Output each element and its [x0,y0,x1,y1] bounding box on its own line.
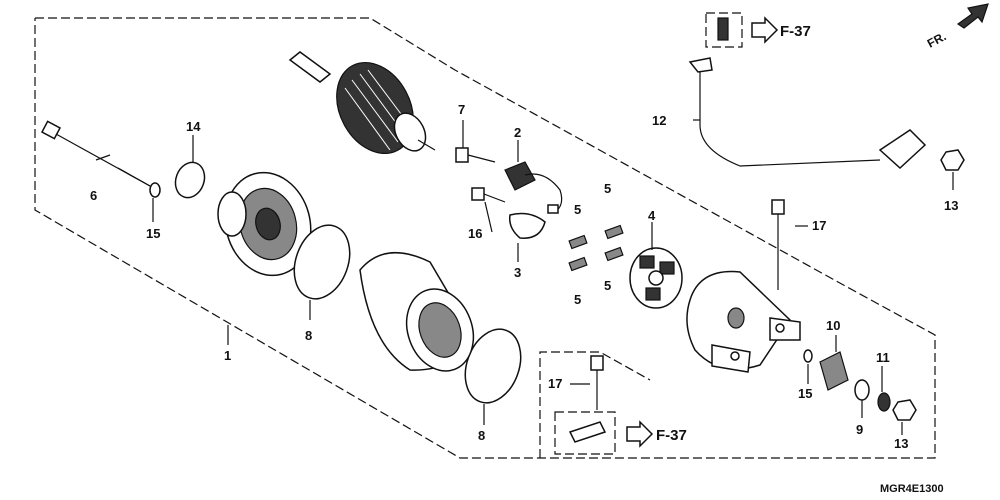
callout-labels: 1 2 3 4 5 5 5 5 5 6 7 8 8 9 10 11 12 13 … [90,102,958,451]
nut-13-upper [940,149,965,171]
callout-10: 10 [826,318,840,333]
o-ring-8-upper [293,224,351,300]
reference-arrow-upper [751,16,779,44]
brush-terminal [508,212,546,239]
connector-upper [705,12,743,48]
washer-15-left [149,182,161,198]
callout-15b: 15 [798,386,812,401]
bolt-16 [471,187,506,203]
through-bolt [40,120,151,187]
washer-15-right [803,349,813,363]
yoke [359,251,475,372]
callout-11: 11 [876,350,890,365]
callout-9: 9 [856,422,863,437]
callout-1: 1 [224,348,231,363]
rear-cover [686,270,801,373]
callout-12: 12 [652,113,666,128]
callout-17b: 17 [548,376,562,391]
bolt-17-lower [590,355,604,410]
callout-2: 2 [514,125,521,140]
insulator-10 [819,351,849,391]
brush-springs [568,224,624,272]
callout-5b: 5 [574,202,581,217]
callout-14: 14 [186,119,201,134]
starter-cable [688,57,927,170]
nut-13-lower [892,399,917,421]
o-ring-14 [174,161,206,199]
assembly-boundary [34,17,936,459]
callout-5d: 5 [574,292,581,307]
callout-15a: 15 [146,226,160,241]
callout-17a: 17 [812,218,826,233]
leader-lines [95,119,954,435]
brush-assembly [629,247,683,309]
drawing-code: MGR4E1300 [880,483,944,495]
callout-5c: 5 [604,278,611,293]
front-arrow-icon [956,3,989,29]
screw-7 [455,147,496,163]
callout-6: 6 [90,188,97,203]
callout-13a: 13 [944,198,958,213]
reference-upper: F-37 [780,23,811,40]
callout-4: 4 [648,208,656,223]
armature [288,51,436,155]
washer-9 [854,379,870,401]
connector-lower [554,411,616,455]
callout-3: 3 [514,265,521,280]
front-label: FR. [925,29,949,50]
brush-holder [504,161,563,214]
callout-7: 7 [458,102,465,117]
callout-13b: 13 [894,436,908,451]
bolt-17-upper [771,199,785,290]
washer-11 [877,392,891,412]
front-cover [217,171,312,277]
callout-8a: 8 [305,328,312,343]
callout-16: 16 [468,226,482,241]
callout-8b: 8 [478,428,485,443]
reference-lower: F-37 [656,427,687,444]
callout-5a: 5 [604,181,611,196]
reference-arrow-lower [626,420,654,448]
